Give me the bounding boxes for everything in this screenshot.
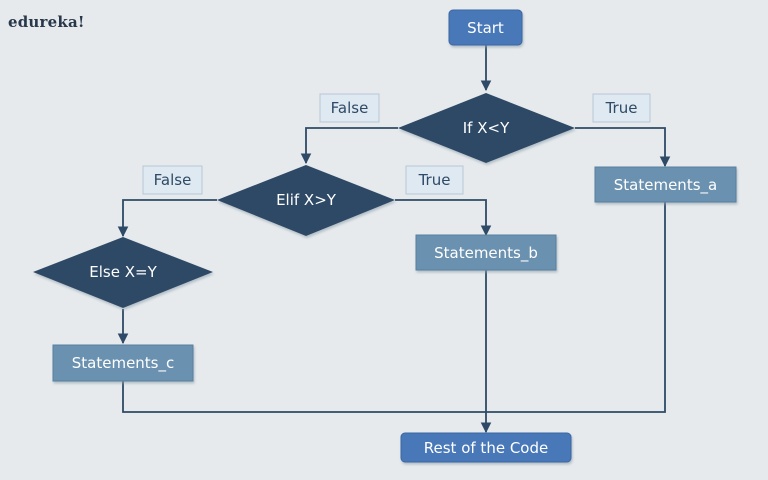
svg-text:False: False bbox=[331, 99, 369, 117]
svg-text:Else X=Y: Else X=Y bbox=[89, 263, 157, 281]
statements-c-node: Statements_c bbox=[52, 344, 194, 382]
edge-if-false-to-elif bbox=[300, 127, 398, 165]
else-decision: Else X=Y bbox=[33, 237, 213, 308]
edureka-logo: edureka! bbox=[8, 13, 85, 31]
statements-b-node: Statements_b bbox=[415, 234, 557, 271]
elif-decision: Elif X>Y bbox=[217, 165, 395, 236]
edge-statements-c-merge bbox=[122, 381, 486, 413]
if-false-label: False bbox=[319, 93, 380, 123]
edge-elif-true-to-statements-b bbox=[395, 199, 492, 237]
svg-text:True: True bbox=[605, 99, 638, 117]
if-true-label: True bbox=[592, 93, 651, 123]
svg-text:Statements_a: Statements_a bbox=[614, 176, 717, 195]
svg-text:Elif X>Y: Elif X>Y bbox=[276, 191, 337, 209]
elif-true-label: True bbox=[405, 165, 464, 195]
svg-text:If X<Y: If X<Y bbox=[463, 119, 510, 137]
svg-text:True: True bbox=[418, 171, 451, 189]
svg-text:Statements_c: Statements_c bbox=[72, 354, 175, 373]
svg-text:Rest of the Code: Rest of the Code bbox=[424, 439, 548, 457]
elif-false-label: False bbox=[142, 165, 203, 195]
svg-text:Statements_b: Statements_b bbox=[434, 244, 538, 263]
svg-text:Start: Start bbox=[467, 19, 504, 37]
edge-elif-false-to-else bbox=[117, 199, 217, 238]
rest-of-code-node: Rest of the Code bbox=[400, 432, 572, 463]
if-decision: If X<Y bbox=[398, 93, 575, 163]
start-node: Start bbox=[448, 9, 523, 46]
statements-a-node: Statements_a bbox=[594, 166, 737, 203]
edge-if-true-to-statements-a bbox=[575, 127, 671, 168]
edge-statements-a-merge bbox=[486, 202, 666, 413]
svg-text:False: False bbox=[154, 171, 192, 189]
